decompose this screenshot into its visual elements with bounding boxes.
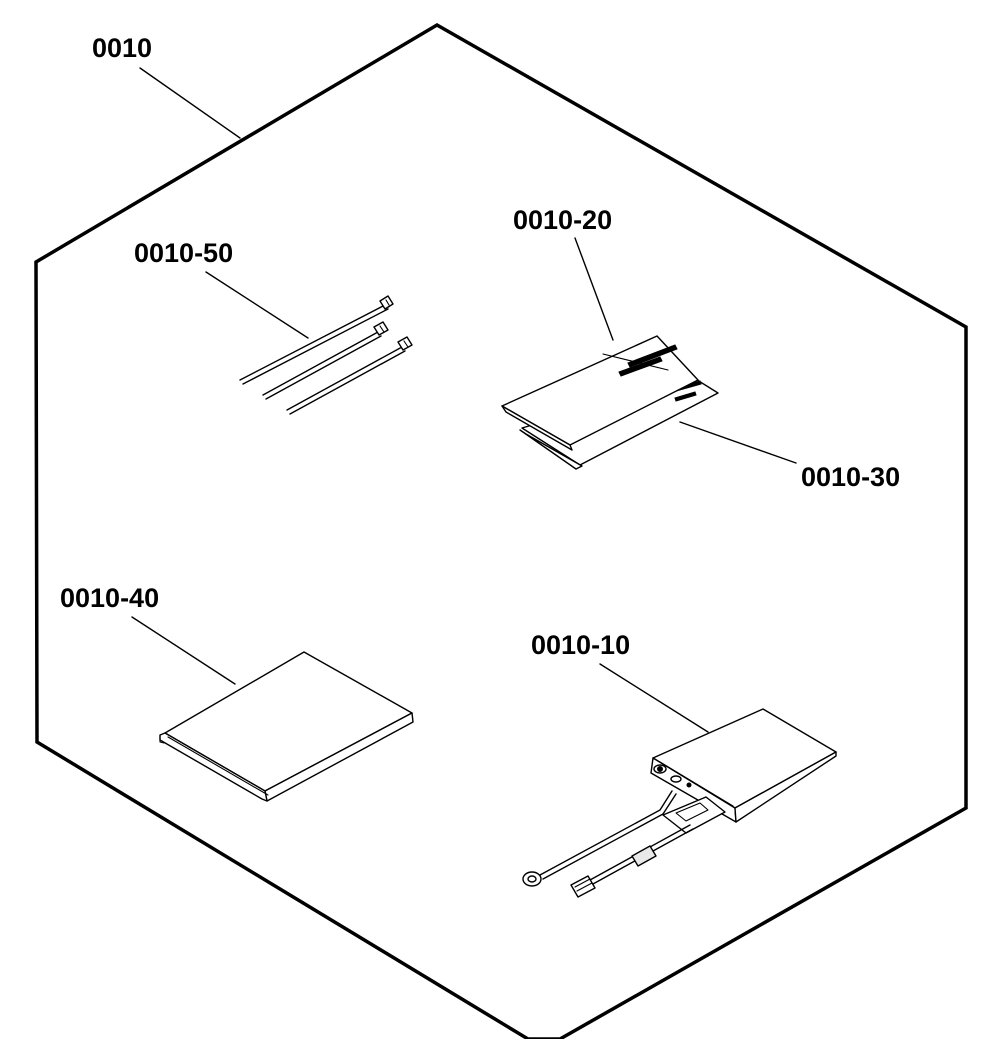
cable-tie-2 bbox=[262, 321, 389, 400]
signal-cable-plug-connector bbox=[570, 824, 694, 898]
module-connector-panel bbox=[653, 764, 692, 788]
leader-line-0010-40 bbox=[131, 616, 236, 685]
ground-wire-ring-terminal bbox=[522, 790, 677, 887]
callout-label-0010-20: 0010-20 bbox=[513, 205, 612, 235]
leader-line-0010-10 bbox=[599, 663, 709, 733]
leader-line-0010-30 bbox=[679, 421, 797, 464]
callout-label-0010-10: 0010-10 bbox=[531, 630, 630, 660]
module-housing bbox=[650, 708, 837, 823]
harness-clamp-bracket bbox=[662, 796, 726, 834]
callout-label-0010-30: 0010-30 bbox=[801, 462, 900, 492]
document-0010-20 bbox=[501, 335, 699, 451]
cable-ties-illustration bbox=[239, 295, 413, 415]
cover-plate-illustration bbox=[159, 651, 414, 802]
callout-label-0010: 0010 bbox=[92, 33, 152, 63]
leader-line-0010-20 bbox=[574, 237, 614, 341]
leader-line-0010-50 bbox=[205, 271, 309, 339]
callout-label-0010-40: 0010-40 bbox=[60, 583, 159, 613]
cable-tie-3 bbox=[286, 336, 413, 415]
leader-line-0010 bbox=[139, 67, 241, 139]
module-assembly-illustration bbox=[522, 708, 837, 898]
kit-boundary-hexagon bbox=[34, 22, 968, 1039]
documents-illustration bbox=[501, 335, 719, 470]
cable-tie-1 bbox=[239, 295, 394, 385]
callout-label-0010-50: 0010-50 bbox=[134, 238, 233, 268]
